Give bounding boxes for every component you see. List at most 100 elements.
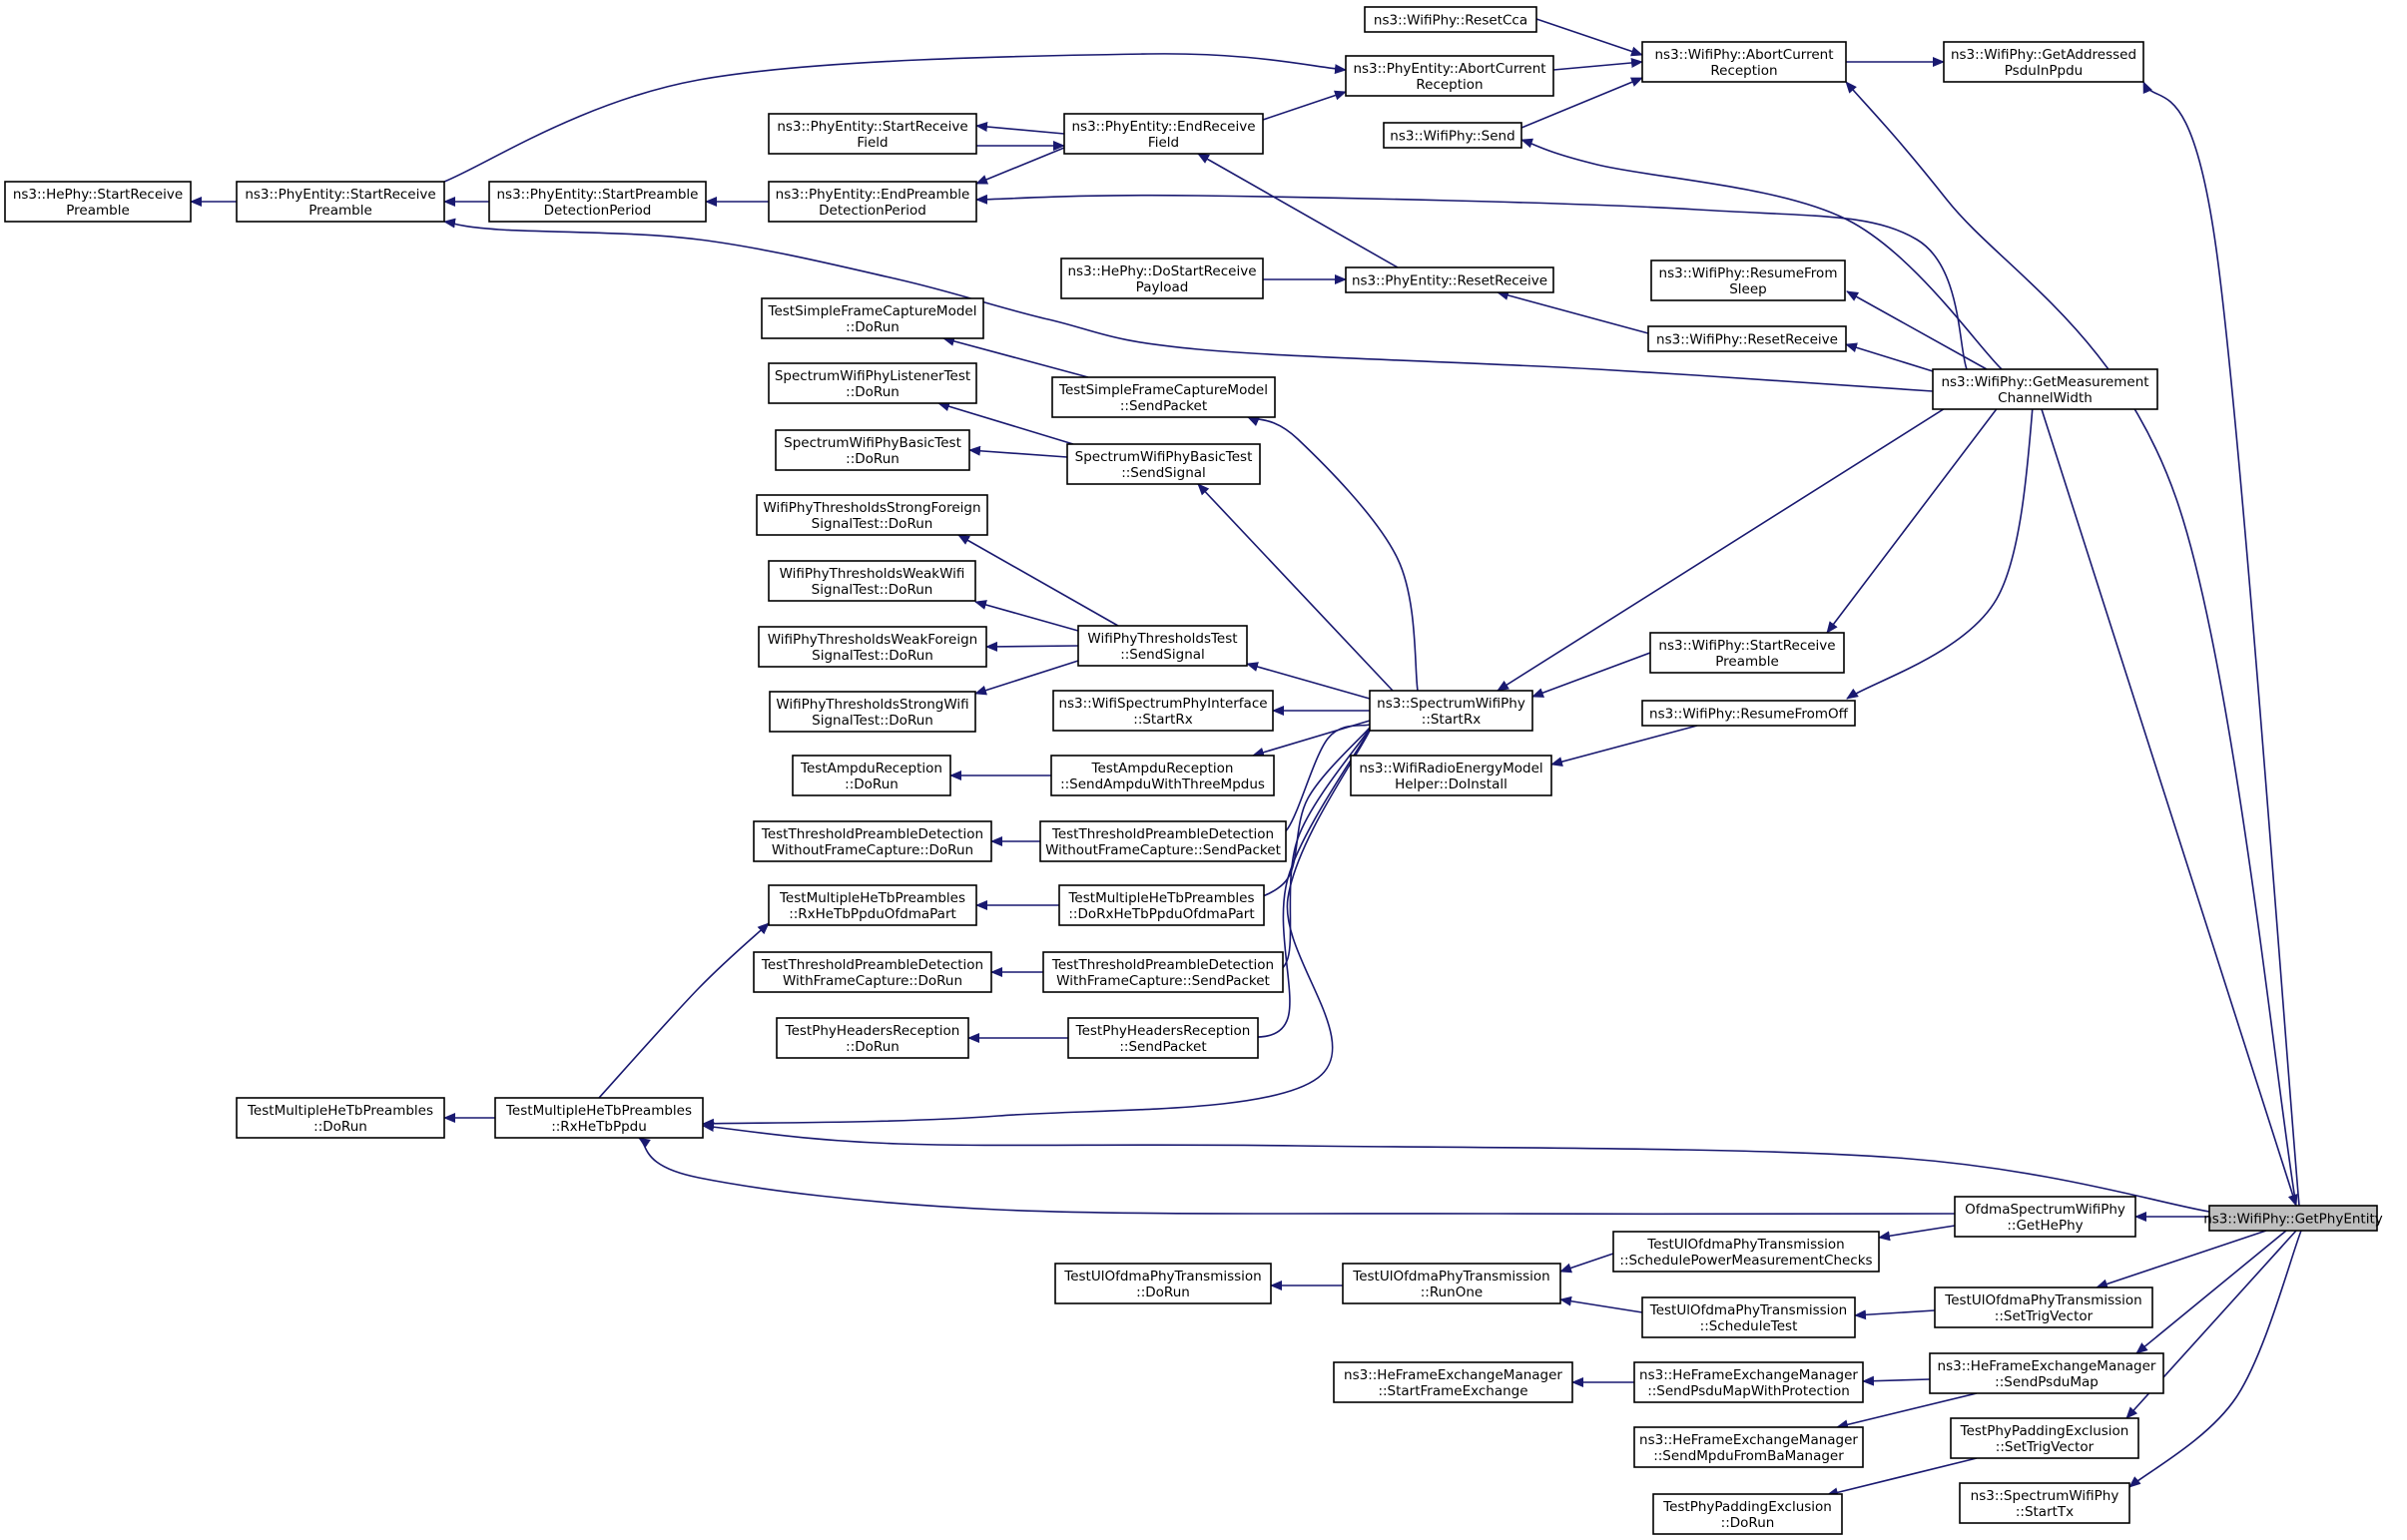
node-box [776,1017,969,1059]
node-box [1641,1296,1856,1338]
node-box [1042,951,1284,993]
node-box [768,181,977,223]
node-tmhtp_rxppdu[interactable]: TestMultipleHeTbPreambles::RxHeTbPpdu [494,1097,704,1139]
node-box [1647,325,1847,352]
edge-getmeasure-to-pe_endpredet [975,194,1968,370]
node-label-line: TestPhyHeadersReception [785,1023,960,1039]
node-box [488,181,707,223]
node-swplt_dorun[interactable]: SpectrumWifiPhyListenerTest::DoRun [768,362,977,404]
node-tsfcm_dorun[interactable]: TestSimpleFrameCaptureModel::DoRun [761,297,984,339]
node-ttpd_w_dorun[interactable]: TestThresholdPreambleDetectionWithFrameC… [753,951,992,993]
node-pe_startpredet[interactable]: ns3::PhyEntity::StartPreambleDetectionPe… [488,181,707,223]
node-hfem_startfe[interactable]: ns3::HeFrameExchangeManager::StartFrameE… [1333,1361,1573,1403]
node-box [494,1097,704,1139]
node-ttpd_wo_send[interactable]: TestThresholdPreambleDetectionWithoutFra… [1039,820,1287,862]
edge-resetcca-to-wifi_abort [1535,18,1643,57]
node-label-line: Field [857,135,888,151]
node-label-line: ::GetHePhy [2007,1218,2083,1234]
edge-getphyentity-to-hfem_sendpsdu [2135,1230,2287,1354]
node-label-line: ::DoRun [1721,1515,1775,1531]
node-label-line: ns3::WifiPhy::GetMeasurement [1941,374,2148,390]
node-wpt_send[interactable]: WifiPhyThresholdsTest::SendSignal [1077,625,1248,667]
node-label-line: ::SendPacket [1120,398,1207,414]
node-box [1652,1493,1843,1535]
node-tphr_dorun[interactable]: TestPhyHeadersReception::DoRun [776,1017,969,1059]
node-tsfcm_send[interactable]: TestSimpleFrameCaptureModel::SendPacket [1051,376,1276,418]
node-wspi_startrx[interactable]: ns3::WifiSpectrumPhyInterface::StartRx [1052,690,1274,732]
node-tmhtp_rxofdma[interactable]: TestMultipleHeTbPreambles::RxHeTbPpduOfd… [768,884,977,926]
node-tar_send[interactable]: TestAmpduReception::SendAmpduWithThreeMp… [1050,755,1275,796]
node-tuopt_schedtest[interactable]: TestUlOfdmaPhyTransmission::ScheduleTest [1641,1296,1856,1338]
node-wifi_resumeoff[interactable]: ns3::WifiPhy::ResumeFromOff [1641,700,1856,727]
node-wptww_dorun[interactable]: WifiPhyThresholdsWeakWifiSignalTest::DoR… [768,560,976,602]
node-pe_resetrecv[interactable]: ns3::PhyEntity::ResetReceive [1345,266,1554,293]
node-wptsw_dorun[interactable]: WifiPhyThresholdsStrongWifiSignalTest::D… [769,691,976,733]
node-tmhtp_dorxofdma[interactable]: TestMultipleHeTbPreambles::DoRxHeTbPpduO… [1058,884,1265,926]
node-wifi_send[interactable]: ns3::WifiPhy::Send [1383,122,1522,149]
node-tuopt_settrig[interactable]: TestUlOfdmaPhyTransmission::SetTrigVecto… [1934,1286,2153,1328]
node-tphr_send[interactable]: TestPhyHeadersReception::SendPacket [1067,1017,1259,1059]
node-swpbt_send[interactable]: SpectrumWifiPhyBasicTest::SendSignal [1066,443,1261,485]
node-tar_dorun[interactable]: TestAmpduReception::DoRun [792,755,951,796]
node-tppe_settrig[interactable]: TestPhyPaddingExclusion::SetTrigVector [1950,1417,2139,1459]
node-tppe_dorun[interactable]: TestPhyPaddingExclusion::DoRun [1652,1493,1843,1535]
node-label-line: TestSimpleFrameCaptureModel [768,303,977,319]
node-label-line: ::StartRx [1133,712,1192,728]
node-swpbt_dorun[interactable]: SpectrumWifiPhyBasicTest::DoRun [775,429,970,471]
node-box [1051,376,1276,418]
node-getphyentity[interactable]: ns3::WifiPhy::GetPhyEntity [2203,1205,2383,1232]
node-tuopt_runone[interactable]: TestUlOfdmaPhyTransmission::RunOne [1342,1263,1561,1304]
node-label-line: ::SendSignal [1120,647,1205,663]
node-label-line: Field [1148,135,1179,151]
node-box [1350,755,1552,796]
function-nodes: ns3::WifiPhy::GetPhyEntity ns3::WifiPhy::… [4,6,2383,1535]
node-label-line: TestMultipleHeTbPreambles [247,1103,433,1119]
node-label-line: Sleep [1729,281,1767,297]
node-box [768,362,977,404]
node-wptwf_dorun[interactable]: WifiPhyThresholdsWeakForeignSignalTest::… [758,626,987,668]
node-label-line: ns3::HePhy::StartReceive [13,187,183,203]
node-oswp_gethephy[interactable]: OfdmaSpectrumWifiPhy::GetHePhy [1954,1196,2136,1238]
node-hfem_sendprot[interactable]: ns3::HeFrameExchangeManager::SendPsduMap… [1633,1361,1864,1403]
node-label-line: ::DoRxHeTbPpduOfdmaPart [1068,906,1254,922]
node-label-line: ns3::WifiPhy::Send [1390,129,1514,145]
node-label-line: ::SetTrigVector [1995,1308,2094,1324]
node-hfem_sendmpdu[interactable]: ns3::HeFrameExchangeManager::SendMpduFro… [1633,1426,1864,1468]
node-box [1612,1231,1880,1273]
node-ttpd_w_send[interactable]: TestThresholdPreambleDetectionWithFrameC… [1042,951,1284,993]
node-label-line: TestMultipleHeTbPreambles [1067,890,1254,906]
edge-swp_startrx-to-tsfcm_send [1247,416,1419,692]
node-label-line: ::DoRun [846,384,900,400]
node-ttpd_wo_dorun[interactable]: TestThresholdPreambleDetectionWithoutFra… [753,820,992,862]
edge-getmeasure-to-wifi_startrecvpre [1826,368,2028,634]
node-label-line: ns3::WifiPhy::ResumeFrom [1659,265,1838,281]
edge-tppe_settrig-to-tppe_dorun [1826,1457,1978,1498]
node-wifi_resetrecv[interactable]: ns3::WifiPhy::ResetReceive [1647,325,1847,352]
node-hfem_sendpsdu[interactable]: ns3::HeFrameExchangeManager::SendPsduMap [1929,1352,2164,1394]
node-tmhtp_dorun[interactable]: TestMultipleHeTbPreambles::DoRun [236,1097,445,1139]
node-tuopt_schedpower[interactable]: TestUlOfdmaPhyTransmission::SchedulePowe… [1612,1231,1880,1273]
node-swp_startrx[interactable]: ns3::SpectrumWifiPhy::StartRx [1369,690,1533,732]
node-resetcca[interactable]: ns3::WifiPhy::ResetCca [1364,6,1537,33]
node-tuopt_dorun[interactable]: TestUlOfdmaPhyTransmission::DoRun [1054,1263,1272,1304]
node-wrem_install[interactable]: ns3::WifiRadioEnergyModelHelper::DoInsta… [1350,755,1552,796]
node-swp_starttx[interactable]: ns3::SpectrumWifiPhy::StartTx [1959,1482,2130,1524]
node-label-line: WithFrameCapture::SendPacket [1056,973,1270,989]
node-pe_endpredet[interactable]: ns3::PhyEntity::EndPreambleDetectionPeri… [768,181,977,223]
node-box [1650,259,1846,301]
node-label-line: ::DoRun [313,1119,367,1135]
edge-pe_endrecvfield-to-pe_endpredet [975,147,1065,185]
node-wptsf_dorun[interactable]: WifiPhyThresholdsStrongForeignSignalTest… [756,494,988,536]
node-label-line: TestThresholdPreambleDetection [761,957,983,973]
